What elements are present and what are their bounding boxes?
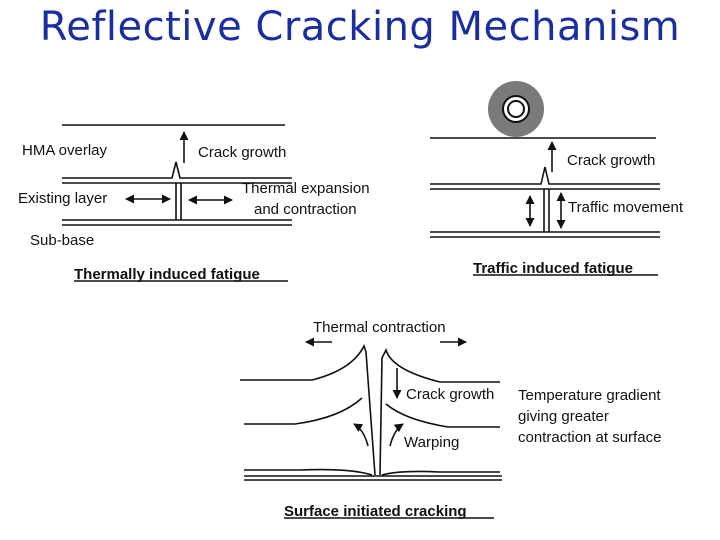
label-traffic-movement: Traffic movement [568,199,684,216]
wheel-icon [488,81,544,137]
panel-traffic: Crack growth Traffic movement Traffic in… [430,81,684,277]
label-gradient-3: contraction at surface [518,429,661,446]
surface-right-mid [385,403,500,428]
label-crack-growth: Crack growth [406,386,494,403]
caption-surface: Surface initiated cracking [284,503,467,520]
label-and-contraction: and contraction [254,201,357,218]
label-crack-growth: Crack growth [198,144,286,161]
label-crack-growth: Crack growth [567,152,655,169]
overlay-bottom-line [62,161,292,179]
label-hma-overlay: HMA overlay [22,142,108,159]
warping-right-arrow [389,423,404,447]
label-sub-base: Sub-base [30,232,94,249]
surface-left-top [240,343,376,476]
caption-traffic: Traffic induced fatigue [473,260,633,277]
surface-right-top [379,347,500,476]
panel-surface [240,337,502,519]
surface-right-bottom [381,470,500,476]
label-thermal-expansion: Thermal expansion [242,180,370,197]
label-gradient-2: giving greater [518,408,609,425]
surface-left-bottom [244,468,373,476]
label-warping: Warping [404,434,459,451]
label-existing-layer: Existing layer [18,190,107,207]
label-gradient-1: Temperature gradient [518,387,661,404]
surface-left-mid [244,397,363,425]
overlay-bottom-line [430,166,660,185]
warping-left-arrow [353,423,369,447]
panel-thermal [62,124,292,282]
label-thermal-contraction: Thermal contraction [313,319,446,336]
caption-thermal: Thermally induced fatigue [74,266,260,283]
page-title: Reflective Cracking Mechanism [39,4,681,50]
